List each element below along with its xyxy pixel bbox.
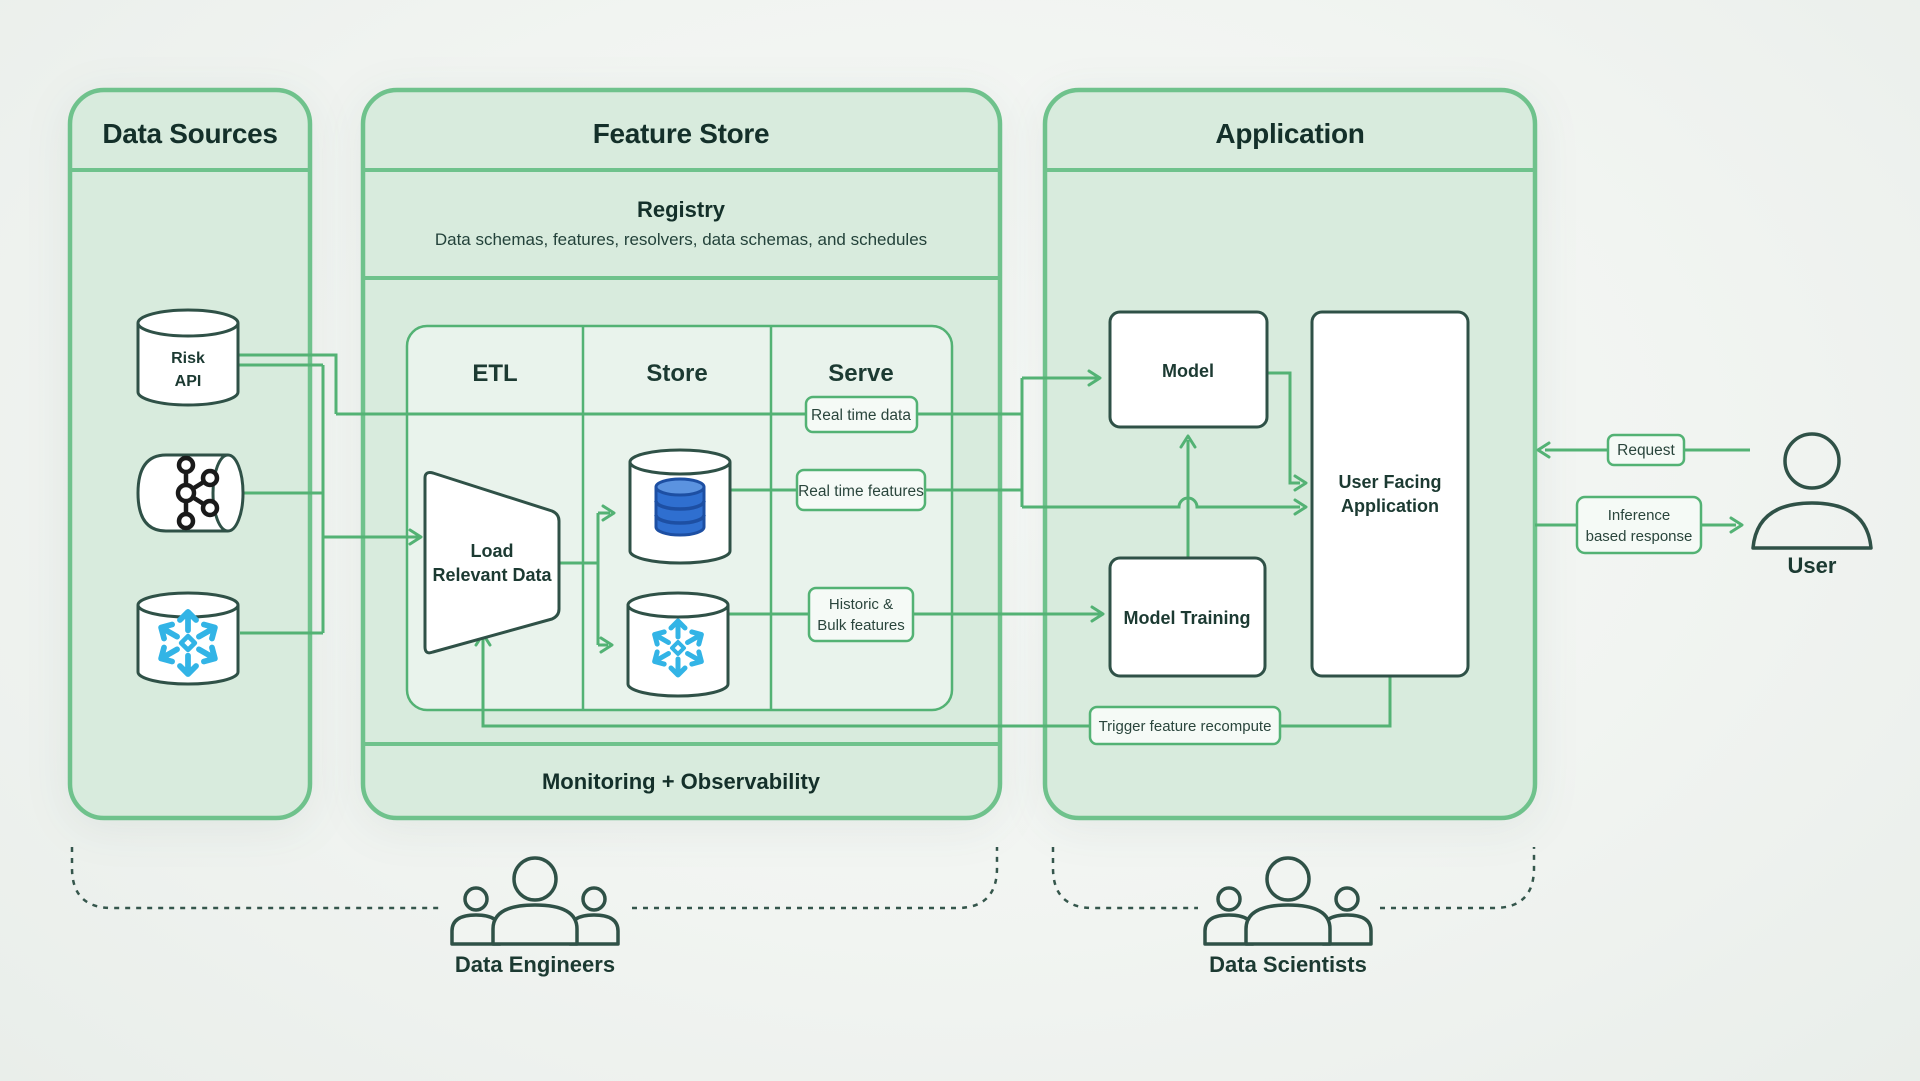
user-icon-body xyxy=(1751,501,1873,550)
risk-api-label-line2: API xyxy=(175,373,202,390)
scientists-brace-left xyxy=(1051,847,1198,910)
snowflake-store xyxy=(626,591,730,698)
model-training-box xyxy=(1108,556,1267,678)
kafka-cylinder-cap xyxy=(211,453,245,533)
request-chip xyxy=(1606,433,1686,467)
dynamodb-store xyxy=(628,448,732,565)
inference-chip-group: Inference based response xyxy=(1575,495,1703,555)
real-time-features-chip xyxy=(795,468,927,512)
data-scientists-group: Data Scientists xyxy=(1051,847,1536,977)
registry-subtitle: Data schemas, features, resolvers, data … xyxy=(435,230,927,249)
store-column-header: Store xyxy=(646,360,707,387)
team-icon xyxy=(1203,856,1373,946)
inference-label-line2: based response xyxy=(1586,528,1693,545)
request-chip-group: Request xyxy=(1606,433,1686,467)
load-label-line1: Load xyxy=(471,541,514,561)
connectors xyxy=(238,353,1750,728)
registry-title: Registry xyxy=(637,197,726,222)
trigger-recompute-label: Trigger feature recompute xyxy=(1099,718,1272,735)
real-time-features-label: Real time features xyxy=(798,483,924,500)
arrow-inference-to-user xyxy=(1729,516,1744,534)
risk-api-database: Risk API xyxy=(136,308,240,407)
connector-risk-to-realtime xyxy=(238,353,338,414)
user-label: User xyxy=(1788,553,1837,578)
ufa-box xyxy=(1310,310,1470,678)
data-engineers-group: Data Engineers xyxy=(70,847,999,977)
real-time-data-chip xyxy=(804,395,919,434)
historic-bulk-chip xyxy=(807,586,915,643)
snowflake-store-cylinder-top xyxy=(626,591,730,619)
historic-bulk-label-line1: Historic & xyxy=(829,596,893,613)
user-icon-head xyxy=(1783,432,1841,490)
arrow-into-store-snowflake xyxy=(599,636,614,654)
request-label: Request xyxy=(1617,442,1675,459)
engineers-brace-left xyxy=(70,847,443,910)
application-title: Application xyxy=(1215,118,1364,149)
snowflake-source xyxy=(136,591,240,686)
monitoring-label: Monitoring + Observability xyxy=(542,769,821,794)
serve-column-header: Serve xyxy=(828,360,893,387)
model-training-label: Model Training xyxy=(1123,608,1250,628)
trigger-recompute-chip xyxy=(1088,705,1282,746)
dynamodb-icon xyxy=(654,477,706,537)
trigger-recompute-chip-group: Trigger feature recompute xyxy=(1088,705,1282,746)
model-training-node: Model Training xyxy=(1108,556,1267,678)
arrow-into-ufa-features xyxy=(1293,498,1308,516)
load-relevant-data-node: Load Relevant Data xyxy=(423,471,561,655)
feature-store-title: Feature Store xyxy=(593,118,770,149)
ufa-label-line2: Application xyxy=(1341,496,1439,516)
arrow-into-ufa-model xyxy=(1293,474,1308,492)
arrow-into-model-training xyxy=(1090,605,1105,623)
connector-trigger-recompute xyxy=(481,638,1392,728)
scientists-brace-right xyxy=(1380,847,1536,910)
data-engineers-label: Data Engineers xyxy=(455,952,615,977)
serve-labels: Real time data Real time features Histor… xyxy=(795,395,927,643)
arrow-into-dynamodb xyxy=(601,504,616,522)
ufa-label-line1: User Facing xyxy=(1338,472,1441,492)
model-box xyxy=(1108,310,1269,429)
connector-features-to-ufa xyxy=(1022,496,1300,509)
model-label: Model xyxy=(1162,361,1214,381)
kafka-icon xyxy=(175,455,220,531)
connector-model-to-ufa xyxy=(1267,371,1300,485)
arrow-into-model xyxy=(1087,369,1102,387)
inference-chip xyxy=(1575,495,1703,555)
arrow-up-into-model xyxy=(1179,434,1197,449)
arrow-request-into-application xyxy=(1536,441,1551,459)
load-label-line2: Relevant Data xyxy=(432,565,552,585)
team-icon xyxy=(450,856,620,946)
funnel-shape xyxy=(423,471,561,655)
engineers-brace-right xyxy=(632,847,999,910)
snowflake-store-cylinder-body xyxy=(626,605,730,698)
risk-api-cylinder-top xyxy=(136,308,240,338)
inference-label-line1: Inference xyxy=(1608,507,1671,524)
dynamodb-cylinder-top xyxy=(628,448,732,476)
user-facing-application-node: User Facing Application xyxy=(1310,310,1470,678)
risk-api-cylinder-body xyxy=(136,323,240,407)
historic-bulk-label-line2: Bulk features xyxy=(817,617,905,634)
real-time-data-label: Real time data xyxy=(811,407,911,424)
data-scientists-label: Data Scientists xyxy=(1209,952,1367,977)
kafka-source xyxy=(136,453,245,533)
connector-load-to-stores xyxy=(559,511,610,647)
risk-api-label-line1: Risk xyxy=(171,350,205,367)
data-sources-title: Data Sources xyxy=(102,118,277,149)
etl-column-header: ETL xyxy=(472,360,517,387)
arrow-into-load xyxy=(408,528,423,546)
model-node: Model xyxy=(1108,310,1269,429)
user-figure: User xyxy=(1751,432,1873,578)
